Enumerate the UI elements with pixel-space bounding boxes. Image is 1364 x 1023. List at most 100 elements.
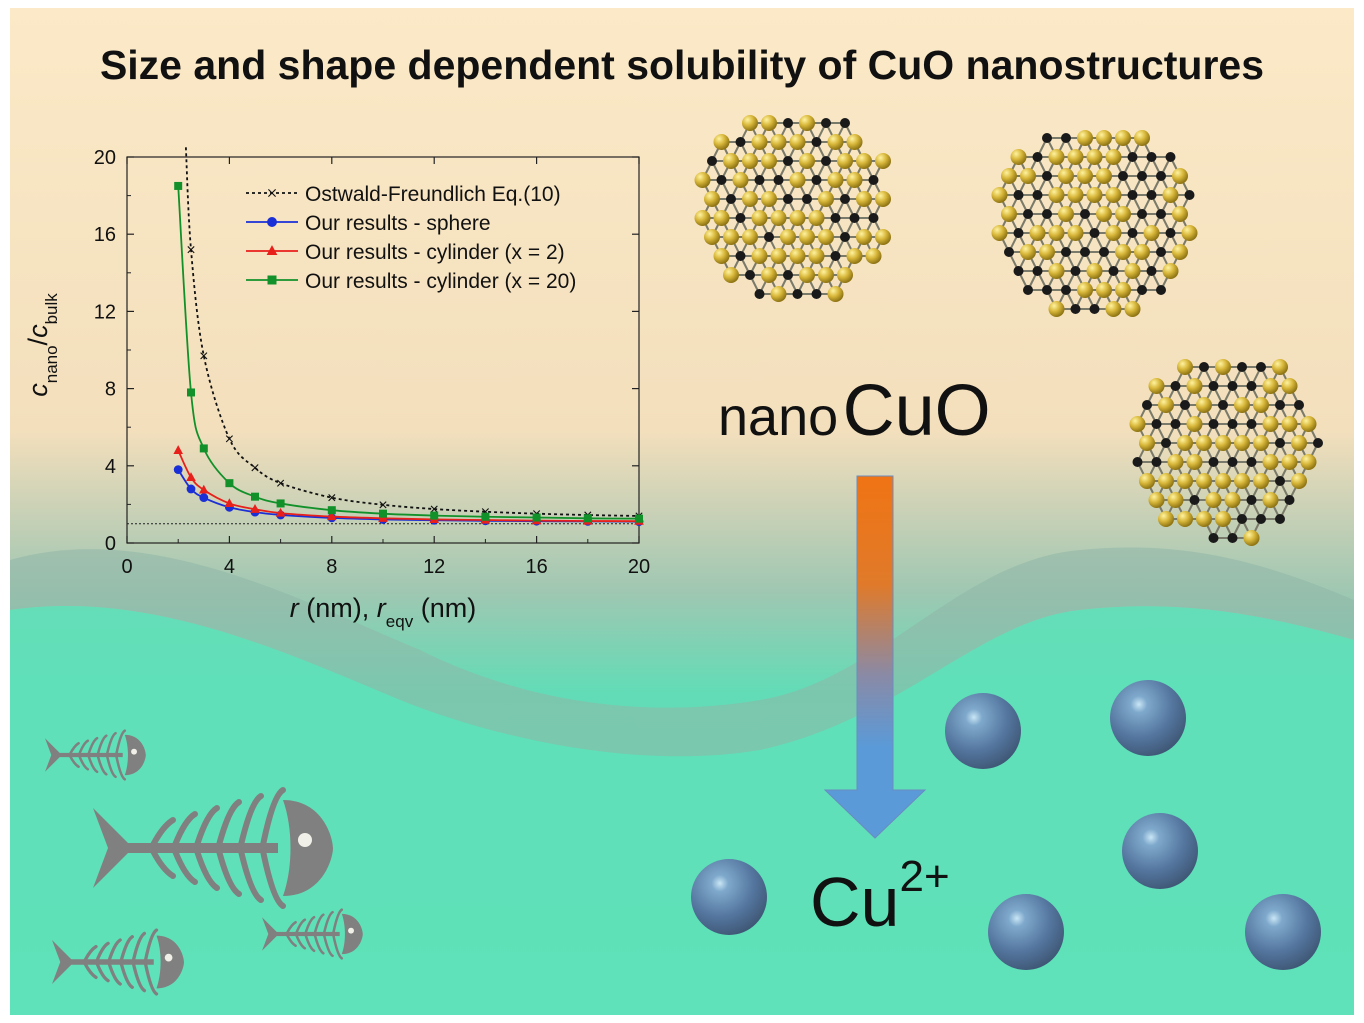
copper-atom [1058, 206, 1074, 222]
nanocluster [991, 130, 1198, 317]
legend-label: Our results - cylinder (x = 20) [305, 270, 576, 293]
cu-ion-label: Cu2+ [810, 852, 950, 941]
oxygen-atom [1127, 190, 1138, 200]
copper-atom [799, 153, 815, 169]
fish-rib [95, 962, 110, 983]
copper-atom [704, 191, 720, 207]
copper-atom [761, 115, 777, 131]
fish-eye [131, 748, 137, 755]
data-point-stroke [225, 435, 233, 443]
oxygen-atom [745, 270, 755, 280]
fish-head [341, 913, 363, 955]
oxygen-atom [1137, 285, 1147, 295]
fish-skeleton-icon [93, 787, 333, 909]
data-point [532, 513, 541, 522]
oxygen-atom [1042, 285, 1052, 295]
fish-rib [87, 755, 99, 774]
copper-atom [856, 229, 872, 245]
fish-rib [105, 755, 117, 779]
oxygen-atom [1118, 171, 1128, 181]
fish-rib [313, 913, 325, 934]
data-point-stroke [379, 501, 387, 509]
oxygen-atom [1275, 438, 1285, 448]
x-tick-label: 0 [121, 556, 132, 578]
data-point [186, 484, 196, 494]
copper-atom [1215, 359, 1231, 375]
fish-rib [238, 848, 264, 903]
copper-atom [1262, 416, 1279, 432]
fish-rib [143, 962, 159, 996]
copper-atom [799, 229, 815, 245]
copper-atom [770, 248, 787, 264]
oxygen-atom [1199, 362, 1209, 372]
oxygen-atom [830, 251, 841, 261]
copper-atom [1134, 130, 1150, 146]
copper-atom [1281, 378, 1298, 394]
oxygen-atom [1146, 152, 1157, 162]
x-tick-label: 4 [224, 556, 235, 578]
copper-atom [1186, 378, 1203, 394]
fish-rib [131, 962, 147, 993]
copper-atom [1115, 130, 1131, 146]
data-point [267, 275, 277, 285]
copper-atom [875, 229, 891, 245]
copper-atom [1291, 473, 1307, 489]
copper-atom [1243, 530, 1260, 546]
oxygen-atom [1061, 133, 1071, 143]
oxygen-atom [1042, 171, 1052, 181]
oxygen-atom [1151, 457, 1162, 467]
x-tick-label: 20 [628, 556, 650, 578]
fish-rib [143, 928, 159, 962]
legend-label: Our results - cylinder (x = 2) [305, 241, 565, 264]
data-point [275, 507, 286, 517]
copper-atom [1020, 244, 1036, 260]
oxygen-atom [1246, 457, 1257, 467]
copper-atom [1048, 225, 1065, 241]
copper-atom [1224, 492, 1241, 508]
oxygen-atom [1042, 133, 1052, 143]
data-point [200, 352, 208, 360]
data-point [199, 493, 209, 503]
data-point-stroke [200, 352, 208, 360]
copper-atom [799, 267, 815, 283]
fish-rib [313, 934, 325, 955]
oxygen-atom [1227, 381, 1238, 391]
copper-atom [991, 187, 1008, 203]
copper-atom [846, 134, 863, 150]
wave-crest [10, 547, 1354, 757]
fish-rib [260, 787, 286, 848]
oxygen-atom [764, 232, 774, 242]
oxygen-atom [1161, 438, 1171, 448]
data-point [199, 484, 209, 494]
page-title: Size and shape dependent solubility of C… [99, 42, 1265, 88]
copper-atom [827, 286, 844, 302]
oxygen-atom [1132, 457, 1143, 467]
fish-skeleton-icon [262, 908, 363, 960]
oxygen-atom [821, 156, 831, 166]
copper-atom [713, 134, 730, 150]
fish-rib [194, 805, 220, 848]
copper-atom [1139, 473, 1155, 489]
copper-atom [818, 267, 834, 283]
fish-tail [262, 917, 279, 951]
fish-rib [194, 848, 220, 891]
copper-atom [837, 267, 853, 283]
oxygen-atom [1180, 400, 1190, 410]
copper-atom [1096, 282, 1112, 298]
oxygen-atom [1137, 171, 1147, 181]
copper-atom [1077, 282, 1093, 298]
oxygen-atom [1313, 438, 1323, 448]
data-point [583, 514, 592, 523]
copper-atom [875, 191, 891, 207]
oxygen-atom [811, 137, 822, 147]
fish-tail [93, 808, 133, 888]
cu-ion [945, 693, 1021, 769]
oxygen-atom [802, 194, 812, 204]
oxygen-atom [1256, 362, 1266, 372]
data-point-stroke [187, 246, 195, 254]
oxygen-atom [1275, 476, 1285, 486]
chart-legend: Ostwald-Freundlich Eq.(10)Our results - … [246, 183, 576, 293]
copper-atom [1281, 416, 1298, 432]
